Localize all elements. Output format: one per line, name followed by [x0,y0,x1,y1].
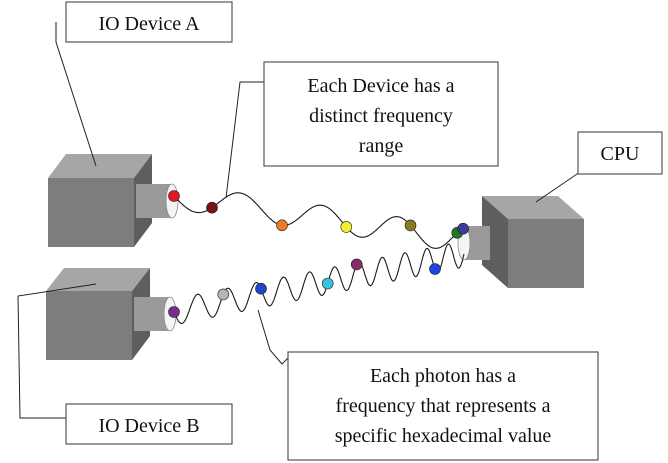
leader-device-note [225,81,264,199]
io-device-a-label: IO Device A [98,13,200,35]
callout-io-device-b-box [65,403,233,445]
photon-note-line-3: specific hexadecimal value [335,425,552,447]
lower-photons [168,258,441,318]
io-device-b [46,268,177,360]
callout-device-note: Each Device has a distinct frequency ran… [263,61,499,167]
io-device-b-top [46,268,150,291]
upper-photon-1 [168,190,180,202]
lower-signal-wave [173,243,465,324]
leader-io-device-b [17,283,97,419]
callout-device-note-box [263,61,499,167]
upper-photon-4 [340,221,353,233]
callout-photon-note: Each photon has a frequency that represe… [287,351,599,461]
photon-note-line-1: Each photon has a [370,365,516,387]
device-note-line-2: distinct frequency [309,105,453,127]
callout-cpu-box [577,131,663,175]
upper-photon-2 [206,201,218,214]
lower-photon-4 [321,277,334,290]
cpu-side [482,196,508,288]
upper-photon-7 [457,222,469,235]
device-note-line-1: Each Device has a [307,75,454,97]
cpu-label: CPU [601,143,640,165]
photon-note-line-2: frequency that represents a [336,395,551,417]
lower-photon-5 [350,258,363,271]
io-device-a-top [48,154,152,178]
upper-photon-3 [276,219,288,232]
lower-photon-3 [255,282,267,295]
upper-photons [168,190,469,239]
leader-cpu [535,156,585,203]
cpu-front [508,219,584,288]
upper-photon-5 [404,219,417,232]
cpu-top [482,196,584,219]
io-device-a-front [48,178,134,247]
callout-cpu: CPU [577,131,663,175]
upper-signal-wave [173,192,467,249]
device-note-line-3: range [359,135,404,157]
lower-photon-1 [168,306,180,318]
lower-photon-6 [429,263,441,275]
leader-photon-note [257,309,289,365]
callout-io-device-a-box [65,1,233,43]
callout-io-device-a: IO Device A [65,1,233,43]
leader-io-device-a [55,22,97,167]
callout-io-device-b: IO Device B [65,403,233,445]
io-device-b-label: IO Device B [98,415,199,437]
io-device-b-front [46,291,132,360]
cpu-device [457,196,584,288]
io-device-a [48,154,179,247]
lower-photon-2 [217,288,230,301]
callout-photon-note-box [287,351,599,461]
